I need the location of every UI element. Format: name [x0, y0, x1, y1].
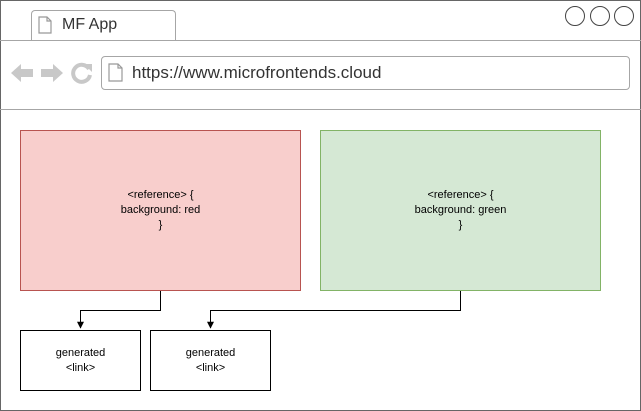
- reference-box-line: <reference> {: [427, 189, 494, 201]
- page-icon: [108, 63, 123, 82]
- tab-strip-divider: [0, 40, 641, 41]
- forward-arrow-icon[interactable]: [40, 62, 64, 84]
- window-button-close[interactable]: [614, 6, 634, 26]
- toolbar-divider: [0, 109, 641, 110]
- browser-tab[interactable]: [31, 10, 176, 41]
- reference-box-line: background: green: [414, 204, 507, 216]
- reference-box-line: background: red: [120, 204, 201, 216]
- url-text[interactable]: https://www.microfrontends.cloud: [132, 63, 382, 82]
- reload-icon[interactable]: [70, 61, 94, 85]
- reference-box-green: <reference> { background: green }: [320, 130, 601, 291]
- reference-box-line: <reference> {: [127, 189, 194, 201]
- generated-box-line: generated: [185, 346, 236, 359]
- generated-box-1: generated <link>: [20, 330, 141, 391]
- window-button-maximize[interactable]: [590, 6, 610, 26]
- generated-box-line: <link>: [65, 361, 96, 374]
- reference-box-red: <reference> { background: red }: [20, 130, 301, 291]
- document-icon: [38, 16, 52, 34]
- address-bar[interactable]: [101, 56, 630, 90]
- back-arrow-icon[interactable]: [10, 62, 34, 84]
- tab-title: MF App: [62, 16, 118, 33]
- reference-box-line: }: [158, 219, 163, 231]
- generated-box-2: generated <link>: [150, 330, 271, 391]
- generated-box-line: <link>: [195, 361, 226, 374]
- reference-box-line: }: [458, 219, 463, 231]
- window-button-minimize[interactable]: [565, 6, 585, 26]
- generated-box-line: generated: [55, 346, 106, 359]
